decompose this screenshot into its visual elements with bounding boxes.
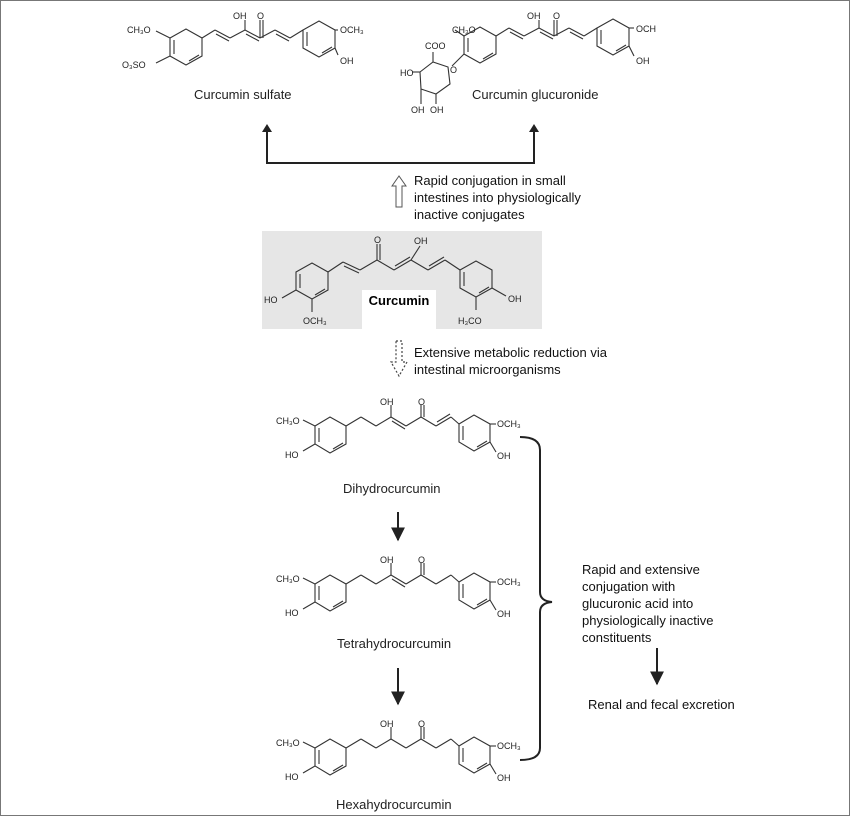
dihydro-ho: HO	[285, 450, 299, 460]
hexahydro-ch3o: CH₃O	[276, 738, 300, 748]
glucuronide-ho: HO	[400, 68, 414, 78]
label-hexahydrocurcumin: Hexahydrocurcumin	[336, 797, 452, 812]
curcumin-h3co: H₃CO	[458, 316, 482, 326]
sulfate-o: O	[257, 11, 264, 21]
curcumin-glucuronide-structure	[412, 18, 635, 104]
tetrahydrocurcumin-structure	[302, 563, 497, 612]
metabolites-bracket	[519, 436, 553, 761]
glucuronide-coo: COO	[425, 41, 446, 51]
curcumin-o: O	[374, 235, 381, 245]
note-conjugation: Rapid conjugation in small intestines in…	[414, 172, 581, 223]
curcumin-oh: OH	[414, 236, 428, 246]
sulfate-och3: OCH₃	[340, 25, 364, 35]
curcumin-ho: HO	[264, 295, 278, 305]
hexahydro-oh-ring: OH	[497, 773, 511, 783]
curcumin-label-background	[362, 290, 436, 330]
note-conjugation-line-2: intestines into physiologically	[414, 190, 581, 205]
glucuronide-o: O	[553, 11, 560, 21]
note-reduction-line-1: Extensive metabolic reduction via	[414, 345, 607, 360]
glucuronide-oh-1: OH	[411, 105, 425, 115]
dihydro-ch3o: CH₃O	[276, 416, 300, 426]
note-conjugation-line-3: inactive conjugates	[414, 207, 525, 222]
conjugation-hollow-arrow-icon	[391, 175, 407, 208]
curcumin-oh-ring: OH	[508, 294, 522, 304]
glucuronide-oh-2: OH	[430, 105, 444, 115]
label-dihydrocurcumin: Dihydrocurcumin	[343, 481, 441, 496]
dihydro-oh-ring: OH	[497, 451, 511, 461]
note-glucuronic-line-3: glucuronic acid into	[582, 596, 694, 611]
reduction-dashed-arrow-icon	[389, 340, 409, 378]
tetrahydro-o: O	[418, 555, 425, 565]
sulfate-oh: OH	[233, 11, 247, 21]
sulfate-o3so: O₃SO	[122, 60, 146, 70]
glucuronide-oh-chain: OH	[527, 11, 541, 21]
hexahydro-och3: OCH₃	[497, 741, 521, 751]
sulfate-oh-ring: OH	[340, 56, 354, 66]
note-reduction-line-2: intestinal microorganisms	[414, 362, 561, 377]
note-glucuronic-line-4: physiologically inactive	[582, 613, 714, 628]
label-tetrahydrocurcumin: Tetrahydrocurcumin	[337, 636, 452, 651]
hexahydro-o: O	[418, 719, 425, 729]
label-curcumin-glucuronide: Curcumin glucuronide	[472, 87, 599, 102]
note-excretion: Renal and fecal excretion	[588, 697, 735, 712]
glucuronide-ch3o: CH₃O	[452, 25, 476, 35]
dihydro-o: O	[418, 397, 425, 407]
dihydro-och3: OCH₃	[497, 419, 521, 429]
tetrahydro-ch3o: CH₃O	[276, 574, 300, 584]
arrow-to-sulfate	[262, 124, 272, 132]
label-curcumin-sulfate: Curcumin sulfate	[194, 87, 292, 102]
note-glucuronic-line-5: constituents	[582, 630, 652, 645]
curcumin-structure	[281, 244, 507, 312]
hexahydro-ho: HO	[285, 772, 299, 782]
glucuronide-oh-ring: OH	[636, 56, 650, 66]
note-glucuronic-line-2: conjugation with	[582, 579, 676, 594]
conjugation-fork-line	[266, 130, 535, 164]
tetrahydro-oh: OH	[380, 555, 394, 565]
note-glucuronic-conjugation: Rapid and extensive conjugation with glu…	[582, 561, 714, 646]
curcumin-name: Curcumin	[368, 293, 430, 308]
note-reduction: Extensive metabolic reduction via intest…	[414, 344, 607, 378]
tetrahydro-ho: HO	[285, 608, 299, 618]
hexahydro-oh: OH	[380, 719, 394, 729]
arrow-to-glucuronide	[529, 124, 539, 132]
sulfate-ch3o: CH₃O	[127, 25, 151, 35]
curcumin-sulfate-structure	[155, 20, 339, 66]
dihydrocurcumin-structure	[302, 405, 497, 454]
curcumin-och3: OCH₃	[303, 316, 327, 326]
hexahydrocurcumin-structure	[302, 727, 497, 776]
dihydro-oh: OH	[380, 397, 394, 407]
glucuronide-och: OCH	[636, 24, 656, 34]
note-conjugation-line-1: Rapid conjugation in small	[414, 173, 566, 188]
tetrahydro-oh-ring: OH	[497, 609, 511, 619]
tetrahydro-och3: OCH₃	[497, 577, 521, 587]
note-glucuronic-line-1: Rapid and extensive	[582, 562, 700, 577]
glucuronide-o-link: O	[450, 65, 457, 75]
